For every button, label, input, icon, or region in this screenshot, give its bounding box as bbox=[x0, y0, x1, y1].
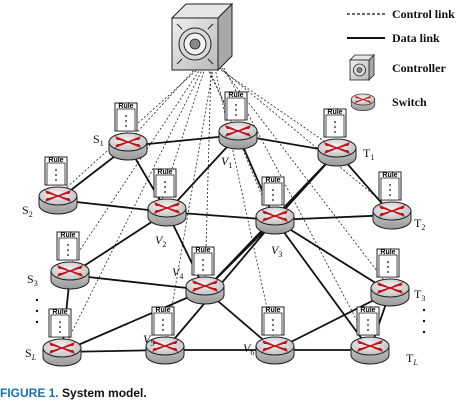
legend-switch-icon bbox=[350, 93, 376, 112]
switch-v5: Rule bbox=[145, 306, 185, 365]
node-label-s2: S2 bbox=[22, 203, 33, 219]
node-label-s3: S3 bbox=[27, 272, 38, 288]
rule-label: Rule bbox=[228, 92, 243, 99]
switch-sl: Rule bbox=[42, 308, 82, 367]
rule-table: Rule bbox=[261, 176, 285, 206]
legend-control-link-label: Control link bbox=[392, 7, 455, 21]
rule-table: Rule bbox=[261, 306, 285, 336]
rule-table: Rule bbox=[48, 308, 72, 338]
switch-v2: Rule bbox=[147, 168, 187, 227]
node-label-tl: TL bbox=[406, 351, 418, 367]
rule-label: Rule bbox=[48, 157, 63, 164]
node-label-v3: V3 bbox=[271, 243, 282, 259]
rule-table: Rule bbox=[151, 306, 175, 336]
control-links bbox=[54, 67, 393, 356]
rule-table: Rule bbox=[114, 102, 138, 132]
switch-v6: Rule bbox=[255, 306, 295, 365]
figure-caption: FIGURE 1. System model. bbox=[0, 386, 147, 400]
switch-t1: Rule bbox=[317, 108, 357, 167]
rule-table: Rule bbox=[323, 108, 347, 138]
switch-s3: Rule bbox=[50, 231, 90, 290]
node-label-v4: V4 bbox=[172, 265, 183, 281]
legend-controller-icon bbox=[349, 54, 375, 81]
node-label-v6: V6 bbox=[243, 341, 254, 357]
rule-label: Rule bbox=[327, 109, 342, 116]
controller bbox=[170, 2, 234, 72]
rule-table: Rule bbox=[56, 231, 80, 261]
rule-table: Rule bbox=[153, 168, 177, 198]
rule-label: Rule bbox=[157, 169, 172, 176]
node-label-v5: V5 bbox=[143, 332, 154, 348]
legend-data-link-label: Data link bbox=[392, 31, 440, 45]
legend: Control link Data link Controller Switch bbox=[347, 7, 455, 112]
rule-label: Rule bbox=[118, 103, 133, 110]
ellipsis-right bbox=[422, 308, 426, 334]
switch-v3: Rule bbox=[255, 176, 295, 235]
node-label-t2: T2 bbox=[414, 216, 425, 232]
switch-t2: Rule bbox=[372, 171, 412, 230]
rule-label: Rule bbox=[265, 307, 280, 314]
node-label-t3: T3 bbox=[414, 287, 425, 303]
node-label-v2: V2 bbox=[155, 233, 166, 249]
node-label-s1: S1 bbox=[93, 132, 104, 148]
rule-label: Rule bbox=[380, 249, 395, 256]
rule-table: Rule bbox=[378, 171, 402, 201]
legend-controller-label: Controller bbox=[392, 61, 446, 75]
node-label-v1: V1 bbox=[221, 154, 232, 170]
rule-table: Rule bbox=[191, 246, 215, 276]
rule-table: Rule bbox=[44, 156, 68, 186]
switch-v4: Rule bbox=[185, 246, 225, 305]
figure-caption-prefix: FIGURE 1. bbox=[0, 386, 59, 400]
node-label-sl: SL bbox=[25, 346, 37, 362]
switch-t3: Rule bbox=[370, 248, 410, 307]
rule-label: Rule bbox=[60, 232, 75, 239]
rule-table: Rule bbox=[224, 91, 248, 121]
switch-s2: Rule bbox=[38, 156, 78, 215]
switch-v1: Rule bbox=[218, 91, 258, 150]
figure-caption-title: System model. bbox=[62, 386, 147, 400]
rule-label: Rule bbox=[155, 307, 170, 314]
rule-label: Rule bbox=[382, 172, 397, 179]
rule-table: Rule bbox=[356, 306, 380, 336]
rule-label: Rule bbox=[360, 307, 375, 314]
rule-label: Rule bbox=[195, 247, 210, 254]
rule-label: Rule bbox=[52, 309, 67, 316]
node-label-t1: T1 bbox=[363, 146, 374, 162]
switch-tl: Rule bbox=[350, 306, 390, 365]
rule-label: Rule bbox=[265, 177, 280, 184]
ellipsis-left bbox=[35, 298, 39, 324]
legend-switch-label: Switch bbox=[392, 95, 427, 109]
switch-s1: Rule bbox=[108, 102, 148, 161]
rule-table: Rule bbox=[376, 248, 400, 278]
